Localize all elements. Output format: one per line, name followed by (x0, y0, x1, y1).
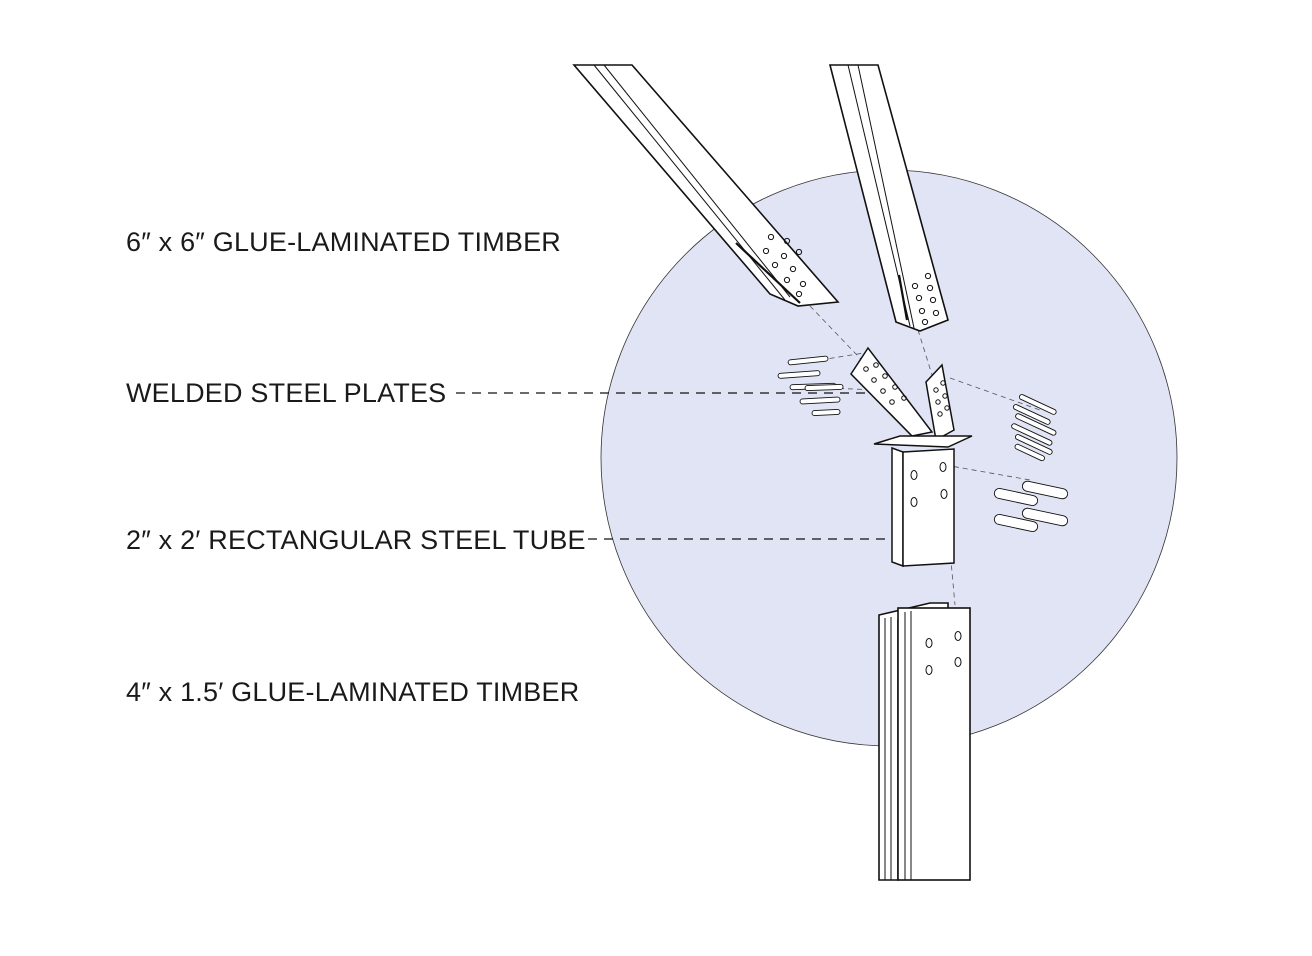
timber-top-right (828, 64, 949, 332)
timber-bottom-column (878, 602, 971, 881)
label-welded-steel-plates: WELDED STEEL PLATES (126, 378, 447, 408)
bolts-left (777, 355, 844, 417)
label-glulam-timber-6x6: 6″ x 6″ GLUE-LAMINATED TIMBER (126, 227, 562, 257)
base-plate (873, 435, 973, 448)
label-rectangular-steel-tube: 2″ x 2′ RECTANGULAR STEEL TUBE (126, 525, 586, 555)
bolts-right (1011, 394, 1057, 462)
leader-lines (456, 392, 892, 540)
label-glulam-timber-4x1-5: 4″ x 1.5′ GLUE-LAMINATED TIMBER (126, 677, 580, 707)
angled-plate-left (850, 346, 934, 437)
welded-steel-plates (850, 346, 973, 448)
bolts-tube (993, 480, 1069, 532)
timber-top-left (572, 64, 840, 307)
rectangular-steel-tube (891, 446, 955, 568)
